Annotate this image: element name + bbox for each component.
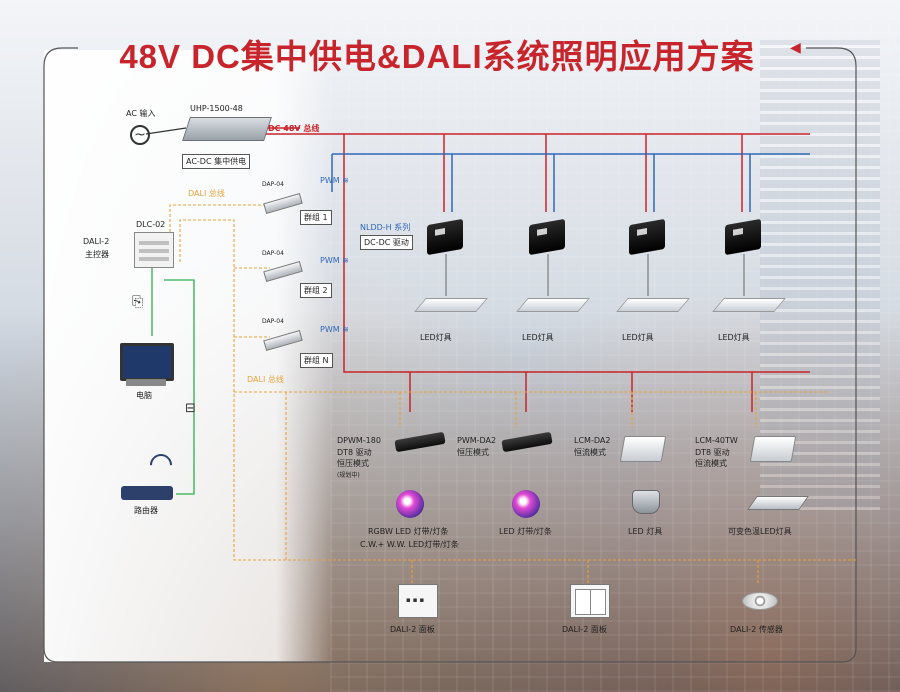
- ac-lead: [145, 127, 187, 135]
- controller-model-label: DLC-02: [136, 220, 166, 229]
- led-fixture-label-2: LED灯具: [522, 333, 554, 342]
- input-label-1: DALI-2 面板: [390, 625, 435, 634]
- driver-load-3: LED 灯具: [628, 527, 663, 536]
- nldd-caption: DC-DC 驱动: [360, 235, 413, 250]
- dali-bus-lines: [169, 204, 856, 584]
- group-label-3: 群组 N: [300, 353, 333, 368]
- ethernet-icon: ⊟: [185, 401, 196, 416]
- usb-icon: ⎘: [132, 294, 144, 310]
- router-icon: [121, 486, 173, 500]
- page-title: 48V DC集中供电&DALI系统照明应用方案: [119, 38, 755, 75]
- comm-lines: [151, 268, 195, 495]
- pc-keyboard-icon: [126, 379, 166, 386]
- pwm-drops: [451, 154, 751, 212]
- driver-line3-4: 恒流模式: [695, 459, 727, 468]
- driver-load-4: 可变色温LED灯具: [728, 527, 792, 536]
- nldd-driver-3: [629, 218, 665, 256]
- led-fixture-label-3: LED灯具: [622, 333, 654, 342]
- dc-bus-riser: [343, 134, 810, 373]
- pwm-signal-icon-2: PWM ≋: [320, 256, 349, 265]
- driver-line2-2: 恒压模式: [457, 448, 489, 457]
- rgb-strip-icon: [396, 490, 424, 518]
- dali-panel-rocker: [570, 584, 610, 618]
- dali-bus-label-bottom: DALI 总线: [247, 375, 284, 384]
- driver-model-2: PWM-DA2: [457, 436, 497, 445]
- driver-to-light-lines: [445, 254, 745, 296]
- driver-line3-1: 恒压模式: [337, 459, 369, 468]
- pwm-signal-icon-3: PWM ≋: [320, 325, 349, 334]
- led-strip-icon: [512, 490, 540, 518]
- driver-line2-3: 恒流模式: [574, 448, 606, 457]
- led-fixture-label-1: LED灯具: [420, 333, 452, 342]
- driver-load-1: RGBW LED 灯带/灯条: [368, 527, 449, 536]
- input-label-3: DALI-2 传感器: [730, 625, 783, 634]
- dali-bus-label-top: DALI 总线: [188, 189, 225, 198]
- pwm-signal-icon-1: PWM ≋: [320, 176, 349, 185]
- pc-monitor-icon: [120, 343, 174, 381]
- nldd-driver-4: [725, 218, 761, 256]
- driver-note-1: (规划中): [337, 472, 360, 479]
- controller-label-line1: DALI-2: [83, 237, 110, 246]
- nldd-series-label: NLDD-H 系列: [360, 223, 411, 232]
- ac-input-label: AC 输入: [126, 109, 156, 118]
- dc-bus-label: DC 48V 总线: [268, 124, 320, 133]
- driver-model-3: LCM-DA2: [574, 436, 611, 445]
- outer-frame: [43, 47, 857, 663]
- tower-building: [760, 40, 880, 510]
- controller-label-line2: 主控器: [85, 250, 109, 259]
- pc-label: 电脑: [136, 391, 152, 400]
- ceiling-light-icon: [747, 496, 809, 510]
- back-arrow-icon: ◀: [790, 40, 801, 56]
- driver-load2-1: C.W.+ W.W. LED灯带/灯条: [360, 540, 459, 549]
- ac-source-icon: ~: [130, 125, 150, 145]
- psu-caption: AC-DC 集中供电: [182, 154, 251, 169]
- led-fixture-label-4: LED灯具: [718, 333, 750, 342]
- downlight-icon: [632, 490, 660, 514]
- skyline-texture: [330, 0, 900, 692]
- group-label-2: 群组 2: [300, 283, 332, 298]
- lcm-40tw-driver: [749, 436, 797, 462]
- driver-model-1: DPWM-180: [337, 436, 381, 445]
- led-panel-1: [414, 298, 488, 312]
- nldd-driver-1: [427, 218, 463, 256]
- dali-sensor-icon: [742, 592, 778, 610]
- psu-model-label: UHP-1500-48: [190, 104, 243, 113]
- led-panel-2: [516, 298, 590, 312]
- led-panel-3: [616, 298, 690, 312]
- group-label-1: 群组 1: [300, 210, 332, 225]
- driver-model-4: LCM-40TW: [695, 436, 738, 445]
- dap-label-1: DAP-04: [262, 181, 284, 188]
- driver-load-2: LED 灯带/灯条: [499, 527, 552, 536]
- dali-controller-unit: [134, 232, 174, 268]
- psu-unit: [182, 117, 272, 141]
- router-label: 路由器: [134, 506, 158, 515]
- driver-line2-4: DT8 驱动: [695, 448, 730, 457]
- nldd-driver-2: [529, 218, 565, 256]
- dc-drops: [409, 134, 753, 412]
- dap-label-2: DAP-04: [262, 250, 284, 257]
- lcm-da2-driver: [619, 436, 667, 462]
- dap-label-3: DAP-04: [262, 318, 284, 325]
- dali-panel-buttons: ▪▪▪: [398, 584, 438, 618]
- driver-line2-1: DT8 驱动: [337, 448, 372, 457]
- led-panel-4: [712, 298, 786, 312]
- input-label-2: DALI-2 面板: [562, 625, 607, 634]
